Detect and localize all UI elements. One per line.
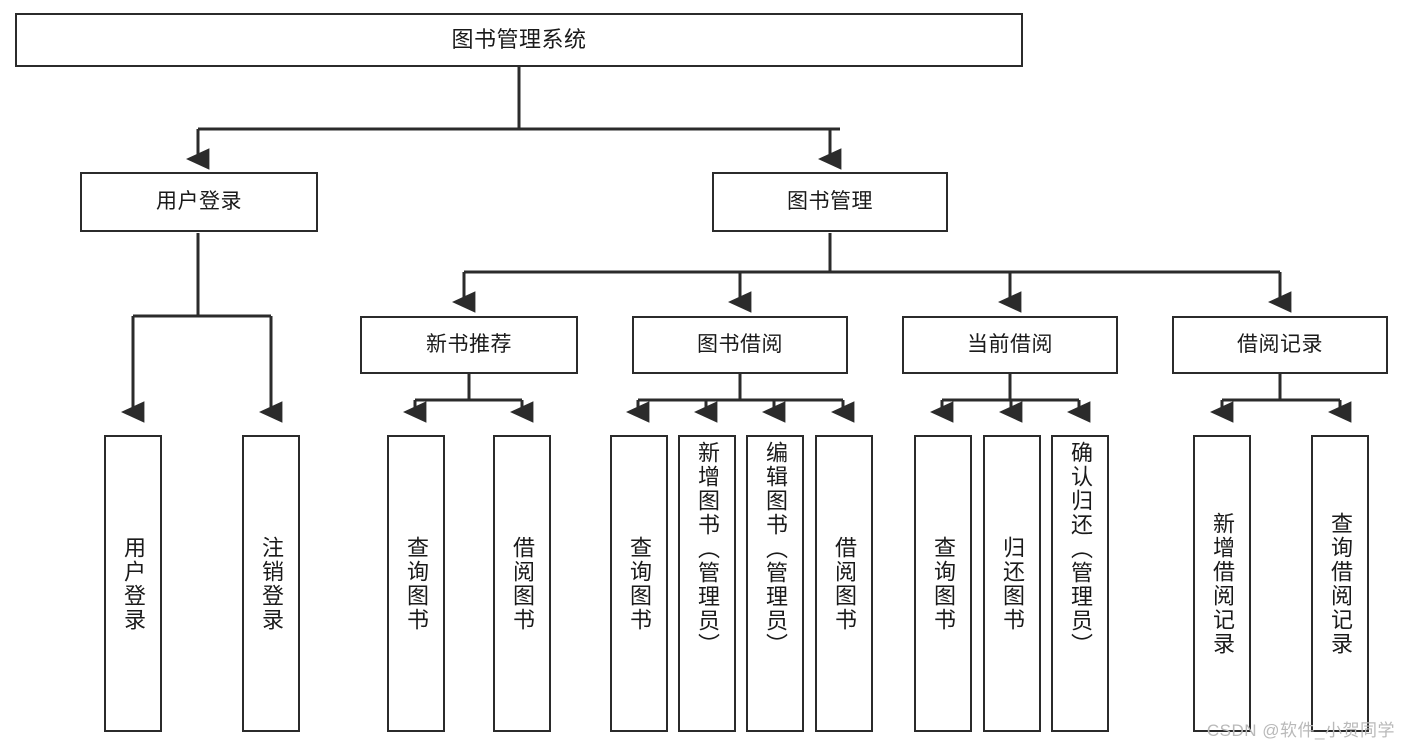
- node-leaf-logout[interactable]: 注销登录: [242, 435, 300, 732]
- node-leaf-add-book[interactable]: 新增图书（管理员）: [678, 435, 736, 732]
- node-leaf-add-record[interactable]: 新增借阅记录: [1193, 435, 1251, 732]
- node-leaf-return-book-label: 归还图书: [1000, 535, 1025, 632]
- node-user-login-label: 用户登录: [156, 190, 242, 214]
- node-leaf-query-record-label: 查询借阅记录: [1328, 511, 1353, 656]
- node-borrow-record[interactable]: 借阅记录: [1172, 316, 1388, 374]
- node-current-borrow-label: 当前借阅: [967, 333, 1053, 357]
- node-leaf-edit-book-label: 编辑图书（管理员）: [763, 441, 788, 657]
- watermark-text: CSDN @软件_小贺同学: [1206, 721, 1395, 740]
- node-leaf-query-record[interactable]: 查询借阅记录: [1311, 435, 1369, 732]
- node-leaf-query-book-3[interactable]: 查询图书: [914, 435, 972, 732]
- node-leaf-logout-label: 注销登录: [259, 535, 284, 632]
- node-new-book-recommend[interactable]: 新书推荐: [360, 316, 578, 374]
- node-leaf-borrow-book-2[interactable]: 借阅图书: [815, 435, 873, 732]
- node-leaf-user-login-label: 用户登录: [121, 535, 146, 632]
- node-leaf-confirm-return-label: 确认归还（管理员）: [1068, 441, 1093, 657]
- node-leaf-user-login[interactable]: 用户登录: [104, 435, 162, 732]
- node-book-borrow-label: 图书借阅: [697, 333, 783, 357]
- node-current-borrow[interactable]: 当前借阅: [902, 316, 1118, 374]
- node-leaf-query-book-2[interactable]: 查询图书: [610, 435, 668, 732]
- node-leaf-add-book-label: 新增图书（管理员）: [695, 441, 720, 657]
- node-borrow-record-label: 借阅记录: [1237, 333, 1323, 357]
- node-book-borrow[interactable]: 图书借阅: [632, 316, 848, 374]
- node-leaf-borrow-book-1[interactable]: 借阅图书: [493, 435, 551, 732]
- node-user-login[interactable]: 用户登录: [80, 172, 318, 232]
- node-leaf-add-record-label: 新增借阅记录: [1210, 511, 1235, 656]
- node-root[interactable]: 图书管理系统: [15, 13, 1023, 67]
- node-leaf-edit-book[interactable]: 编辑图书（管理员）: [746, 435, 804, 732]
- node-leaf-borrow-book-2-label: 借阅图书: [832, 535, 857, 632]
- node-leaf-confirm-return[interactable]: 确认归还（管理员）: [1051, 435, 1109, 732]
- node-new-book-recommend-label: 新书推荐: [426, 333, 512, 357]
- node-leaf-return-book[interactable]: 归还图书: [983, 435, 1041, 732]
- node-leaf-query-book-1-label: 查询图书: [404, 535, 429, 632]
- node-leaf-query-book-1[interactable]: 查询图书: [387, 435, 445, 732]
- node-root-label: 图书管理系统: [451, 26, 587, 52]
- node-leaf-borrow-book-1-label: 借阅图书: [510, 535, 535, 632]
- node-leaf-query-book-2-label: 查询图书: [627, 535, 652, 632]
- node-book-management-label: 图书管理: [787, 190, 873, 214]
- node-book-management[interactable]: 图书管理: [712, 172, 948, 232]
- node-leaf-query-book-3-label: 查询图书: [931, 535, 956, 632]
